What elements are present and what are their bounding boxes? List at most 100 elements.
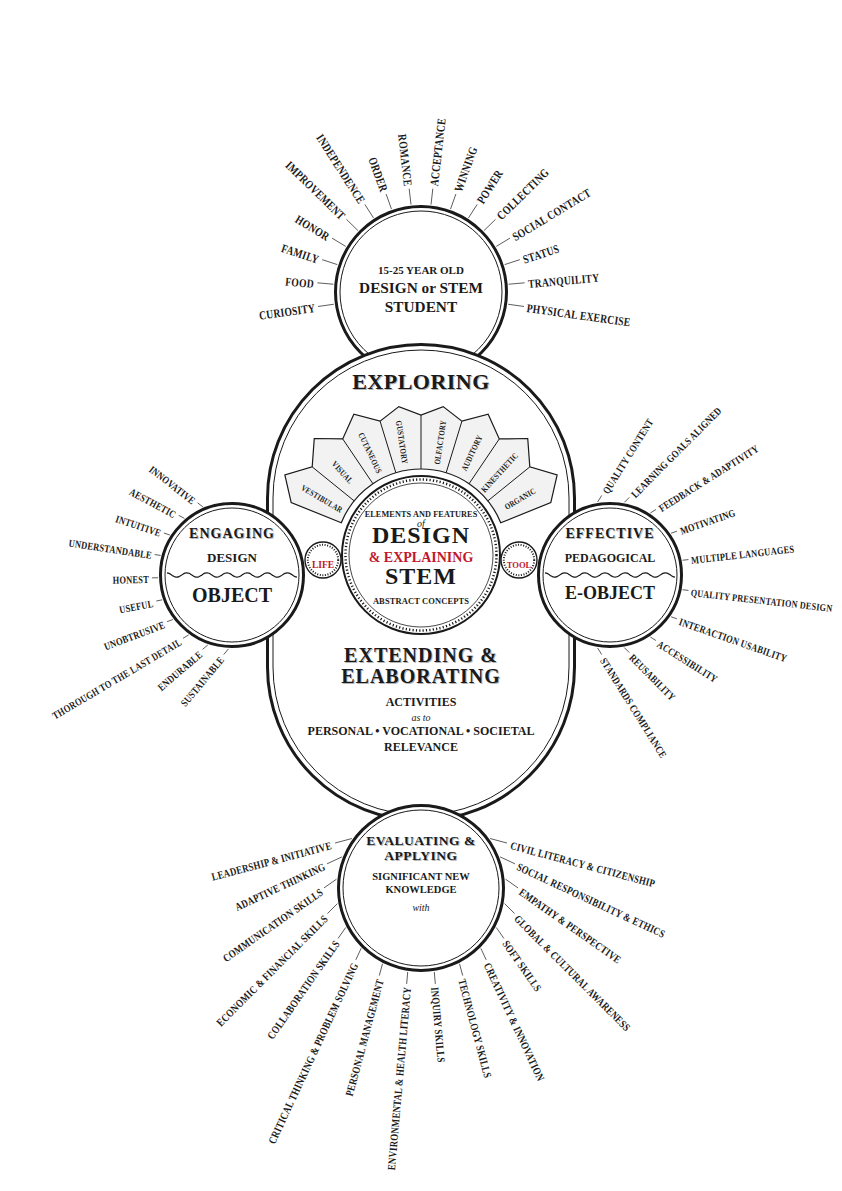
fan-ray-divider [469, 439, 499, 484]
design-object-circle-outline [159, 502, 305, 648]
radial-label: SOCIAL CONTACT [510, 186, 593, 244]
fan-ray-divider [380, 421, 396, 473]
radial-label: ENVIRONMENTAL & HEALTH LITERACY [385, 986, 413, 1170]
label-anchor: SOCIAL CONTACT [508, 183, 594, 245]
radial-label: CRITICAL THINKING & PROBLEM SOLVING [266, 961, 361, 1146]
label-anchor: FAMILY [280, 238, 322, 267]
radial-label: UNOBTRUSIVE [103, 619, 167, 653]
radial-label: SUSTAINABLE [179, 655, 227, 709]
radial-label: ACCEPTANCE [428, 117, 449, 186]
leader-line [451, 194, 456, 209]
label-anchor: REUSABILITY [625, 649, 680, 705]
radial-label: EMPATHY & PERSPECTIVE [517, 886, 624, 966]
label-anchor: LEARNING GOALS ALIGNED [625, 401, 724, 501]
leader-line [500, 857, 515, 864]
label-anchor: HONOR [293, 209, 334, 244]
label-anchor: INTERACTION USABILITY [677, 611, 790, 666]
radial-label: QUALITY CONTENT [600, 417, 655, 496]
radial-label: QUALITY PRESENTATION DESIGN [691, 587, 834, 614]
radial-label: INDEPENDENCE [313, 132, 367, 206]
leader-line [338, 927, 346, 938]
radial-label: CIVIL LITERACY & CITIZENSHIP [509, 839, 656, 889]
radial-label: INTUITIVE [114, 513, 162, 539]
radial-label: GLOBAL & CULTURAL AWARENESS [512, 912, 633, 1033]
leader-line [508, 304, 524, 306]
radial-label: TECHNOLOGY SKILLS [457, 977, 495, 1078]
text-slot: TOOL [500, 554, 538, 572]
node-text: RELEVANCE [384, 740, 458, 754]
leader-line [155, 554, 161, 556]
radial-label: UNDERSTANDABLE [68, 538, 153, 562]
fan-ray-divider [488, 467, 530, 501]
e-object-circle-outline [537, 502, 683, 648]
leader-line [167, 619, 173, 621]
node-text: SIGNIFICANT NEW KNOWLEDGE [358, 871, 484, 896]
leader-line [671, 531, 677, 533]
life-bead: LIFE [304, 541, 342, 579]
text-slot: LIFE [304, 554, 342, 572]
fan-ray-divider [312, 467, 354, 501]
label-anchor: ECONOMIC & FINANCIAL SKILLS [211, 910, 331, 1030]
fan-ray-divider [343, 439, 373, 484]
radial-label: INNOVATIVE [147, 464, 198, 507]
leader-line [650, 509, 656, 512]
leader-line [496, 927, 504, 938]
node-text: EXPLORING [352, 370, 490, 394]
text-slot: DESIGN [174, 548, 290, 566]
label-anchor: AESTHETIC [127, 482, 181, 522]
leader-line [505, 260, 520, 265]
label-anchor: TECHNOLOGY SKILLS [455, 976, 499, 1079]
node-text: ACTIVITIES [386, 695, 457, 709]
node-text: E-OBJECT [565, 584, 655, 604]
leader-line [505, 904, 515, 914]
leader-line [683, 559, 689, 561]
radial-label: THOROUGH TO THE LAST DETAIL [51, 636, 184, 721]
text-slot: ACTIVITIES [321, 692, 521, 710]
label-anchor: UNDERSTANDABLE [67, 533, 153, 563]
radial-label: POWER [475, 168, 506, 207]
text-slot: SIGNIFICANT NEW KNOWLEDGE [358, 871, 484, 897]
leader-line [332, 238, 346, 246]
radial-label: STANDARDS COMPLIANCE [597, 656, 668, 760]
node-text: DESIGN [207, 551, 257, 565]
leader-line [481, 948, 486, 959]
text-slot: OBJECT [170, 584, 294, 606]
leader-line [327, 857, 342, 864]
label-anchor: HONEST [112, 569, 149, 588]
radial-label: CURIOSITY [258, 302, 316, 323]
radial-label: USEFUL [119, 598, 155, 616]
text-slot: ABSTRACT CONCEPTS [356, 590, 486, 608]
radial-label: SOCIAL RESPONSIBILITY & ETHICS [515, 861, 667, 940]
label-anchor: POWER [471, 166, 506, 207]
radial-label: LEARNING GOALS ALIGNED [629, 405, 724, 500]
node-text: DESIGN or STEM STUDENT [341, 278, 501, 316]
label-anchor: CIVIL LITERACY & CITIZENSHIP [508, 835, 657, 891]
radial-label: MOTIVATING [679, 507, 737, 537]
leader-line [431, 189, 433, 205]
radial-label: ADAPTIVE THINKING [233, 861, 327, 913]
bead-ring [308, 545, 338, 575]
leader-line [179, 515, 185, 518]
node-text: OBJECT [192, 584, 272, 606]
radial-label: MULTIPLE LANGUAGES [691, 544, 795, 567]
radial-label: HONOR [293, 213, 332, 244]
radial-label: SOFT SKILLS [500, 938, 544, 994]
text-slot: EFFECTIVE [552, 524, 668, 542]
inner-ring [343, 810, 499, 966]
radial-label: LEADERSHIP & INITIATIVE [210, 839, 333, 883]
text-slot: EXPLORING [311, 370, 531, 394]
radial-label: ACCESSIBILITY [655, 639, 719, 686]
label-anchor: INTUITIVE [114, 509, 164, 541]
leader-line [683, 589, 689, 591]
outer-ring [268, 345, 575, 821]
leader-line [365, 204, 374, 217]
leader-line [324, 879, 336, 888]
text-slot: EXTENDING & ELABORATING [321, 645, 521, 687]
outer-ring [501, 542, 537, 578]
text-slot: PEDAGOGICAL [548, 548, 672, 566]
text-slot: E-OBJECT [548, 584, 672, 604]
label-anchor: MULTIPLE LANGUAGES [690, 539, 795, 569]
node-text: PEDAGOGICAL [565, 552, 656, 565]
fan-ray-divider [446, 421, 462, 473]
radial-label: COLLABORATION SKILLS [265, 938, 342, 1041]
